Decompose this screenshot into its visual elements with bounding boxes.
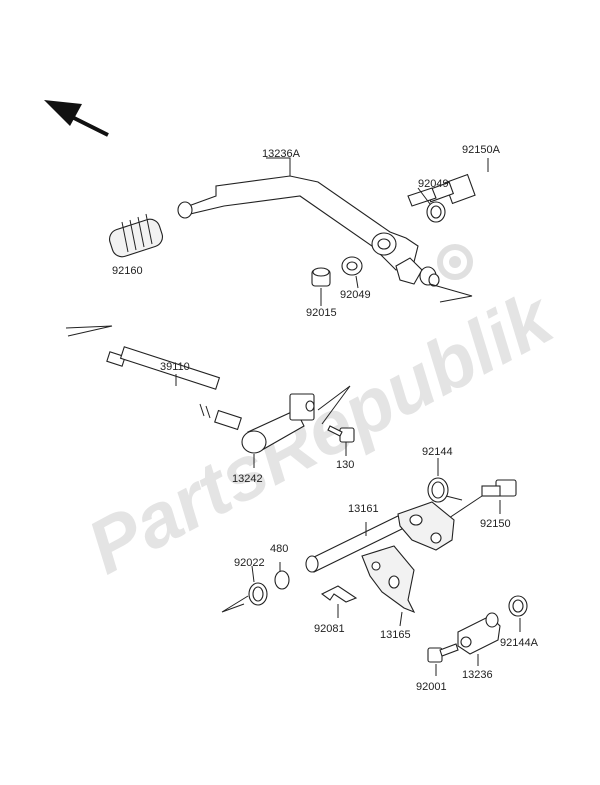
label-130: 130: [336, 459, 354, 471]
label-13161: 13161: [348, 503, 379, 515]
tie-rod: [106, 346, 242, 431]
label-13236: 13236: [462, 669, 493, 681]
label-92022: 92022: [234, 557, 265, 569]
nut-92015: [311, 267, 331, 287]
pedal-rubber: [108, 213, 164, 258]
spring-92144A: [508, 595, 528, 617]
shift-shaft: [305, 501, 455, 573]
watermark-text: PartsRepublik: [74, 274, 568, 591]
label-92144: 92144: [422, 446, 453, 458]
spring-92144: [427, 477, 463, 503]
label-92150: 92150: [480, 518, 511, 530]
guide-plate: [361, 545, 416, 614]
label-92015: 92015: [306, 307, 337, 319]
bolt-130: [327, 425, 355, 443]
gear-icon: [437, 244, 473, 280]
label-13165: 13165: [380, 629, 411, 641]
shift-pedal: [177, 175, 423, 285]
label-92001: 92001: [416, 681, 447, 693]
bolt-92001: [427, 643, 459, 663]
watermark: PartsRepublik: [74, 274, 568, 591]
label-92049-lower: 92049: [340, 289, 371, 301]
stopper-lever: [457, 612, 501, 655]
gear-change-lever: [241, 393, 315, 454]
pivot-pin: [419, 266, 440, 287]
label-13242: 13242: [232, 473, 263, 485]
label-92081: 92081: [314, 623, 345, 635]
label-92150A: 92150A: [462, 144, 501, 156]
label-92049-upper: 92049: [418, 178, 449, 190]
circlip-480: [274, 570, 290, 590]
spring-92081: [320, 585, 358, 603]
bolt-92150A: [407, 173, 476, 207]
label-39110: 39110: [160, 361, 190, 373]
label-92144A: 92144A: [500, 637, 539, 649]
label-92160: 92160: [112, 265, 143, 277]
label-13236A: 13236A: [262, 148, 301, 160]
label-480: 480: [270, 543, 288, 555]
front-arrow-icon: [44, 100, 109, 137]
